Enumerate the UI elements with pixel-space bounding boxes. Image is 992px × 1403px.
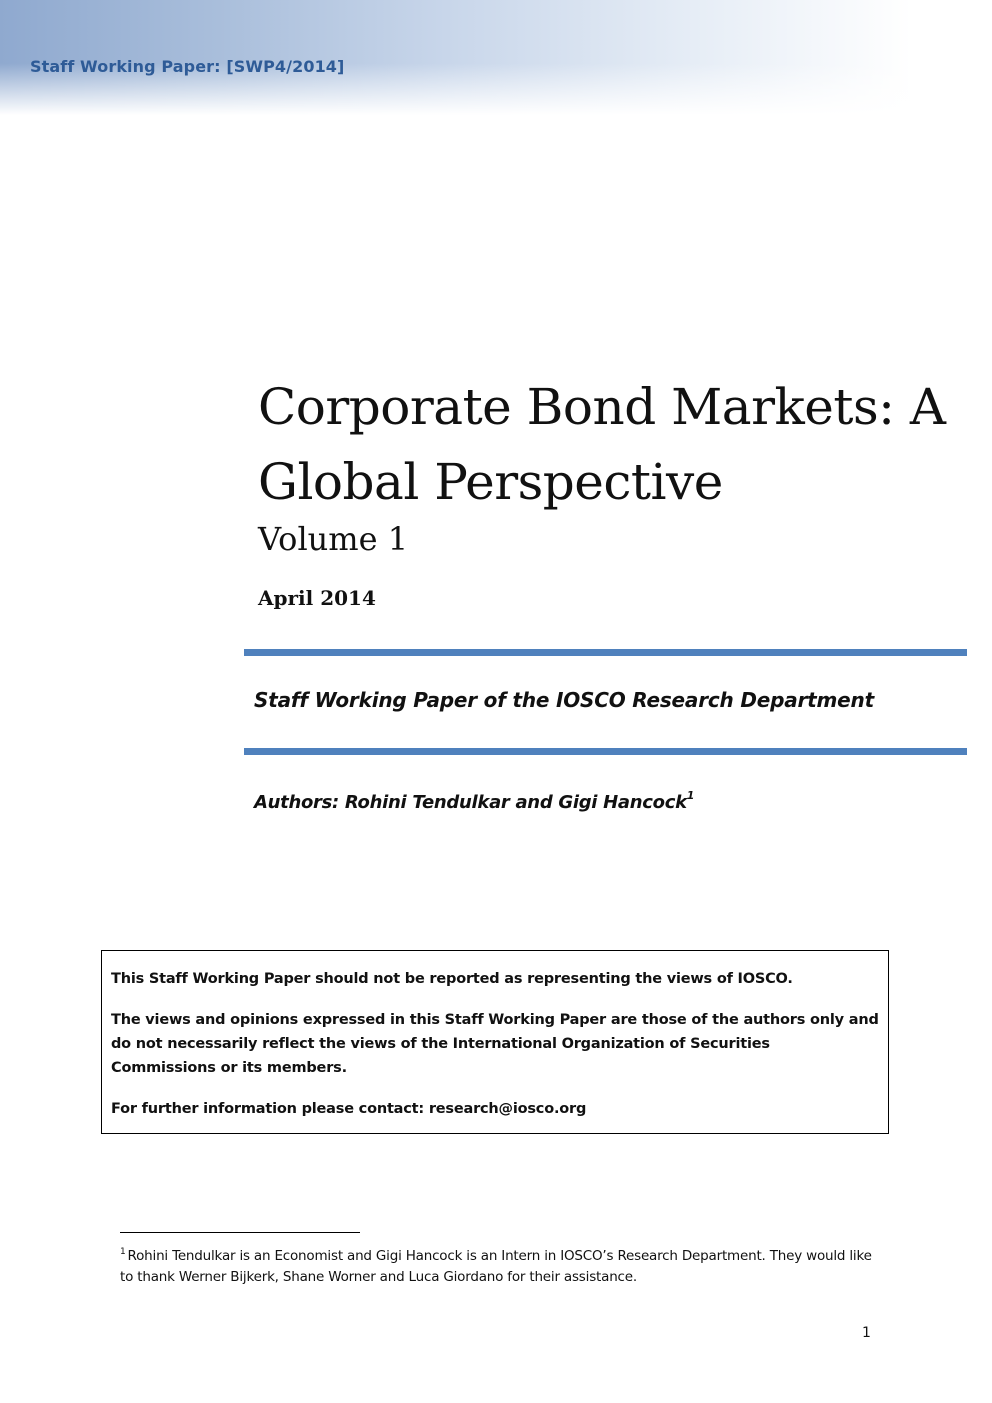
page-number: 1: [862, 1325, 871, 1341]
footnote-separator: [120, 1232, 360, 1233]
title-line-1: Corporate Bond Markets: A: [258, 378, 946, 436]
top-divider: [244, 649, 967, 656]
footnote-text: Rohini Tendulkar is an Economist and Gig…: [120, 1248, 872, 1285]
title-line-2: Global Perspective: [258, 453, 723, 511]
volume-label: Volume 1: [258, 520, 409, 558]
authors-footnote-mark[interactable]: 1: [686, 789, 695, 802]
authors-line: Authors: Rohini Tendulkar and Gigi Hanco…: [254, 789, 694, 813]
footnote-mark: 1: [120, 1247, 126, 1257]
disclaimer-box: This Staff Working Paper should not be r…: [101, 950, 889, 1134]
disclaimer-line-2: The views and opinions expressed in this…: [111, 1012, 879, 1076]
bottom-divider: [244, 748, 967, 755]
authors-text: Authors: Rohini Tendulkar and Gigi Hanco…: [254, 792, 687, 813]
document-subtitle: Staff Working Paper of the IOSCO Researc…: [254, 688, 874, 712]
document-title: Corporate Bond Markets: A Global Perspec…: [258, 370, 978, 520]
running-header: Staff Working Paper: [SWP4/2014]: [30, 57, 345, 76]
publication-date: April 2014: [258, 586, 376, 610]
header-band: [0, 0, 992, 115]
disclaimer-line-1: This Staff Working Paper should not be r…: [111, 971, 793, 987]
disclaimer-contact: For further information please contact: …: [111, 1101, 587, 1117]
